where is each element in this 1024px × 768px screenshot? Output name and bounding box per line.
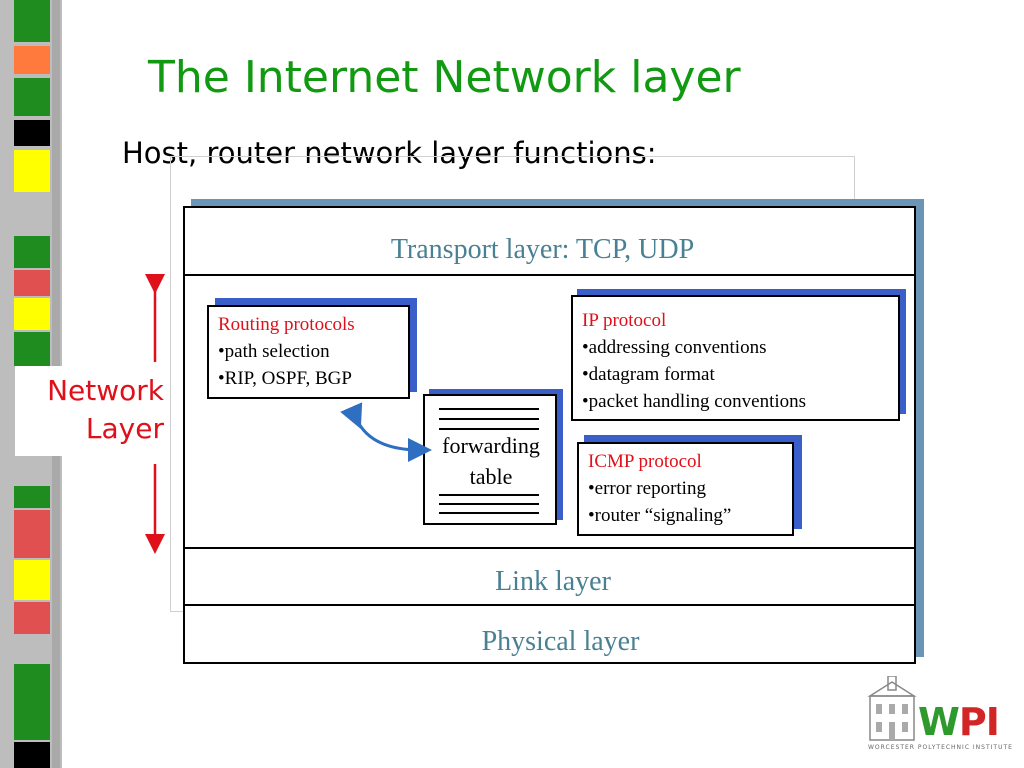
divider-link — [185, 604, 916, 606]
wpi-tagline: WORCESTER POLYTECHNIC INSTITUTE — [868, 744, 1013, 751]
strip-block — [14, 742, 50, 768]
icmp-heading: ICMP protocol — [588, 451, 702, 472]
link-layer-label: Link layer — [495, 566, 611, 597]
strip-block — [14, 120, 50, 146]
ip-protocol-box: IP protocol •addressing conventions •dat… — [571, 295, 900, 421]
strip-block — [14, 560, 50, 600]
transport-layer-label: Transport layer: TCP, UDP — [390, 234, 695, 265]
icmp-protocol-box: ICMP protocol •error reporting •router “… — [577, 442, 794, 536]
strip-block — [14, 150, 50, 192]
strip-block — [14, 298, 50, 330]
strip-block — [14, 602, 50, 634]
strip-block — [14, 510, 50, 558]
table-rule — [439, 428, 539, 430]
strip-block — [14, 486, 50, 508]
forwarding-table-label: forwarding table — [425, 430, 557, 492]
table-rule — [439, 408, 539, 410]
strip-block — [14, 78, 50, 116]
slide-title: The Internet Network layer — [148, 52, 741, 103]
routing-item: •path selection — [218, 341, 330, 362]
ip-heading: IP protocol — [582, 310, 667, 331]
routing-item: •RIP, OSPF, BGP — [218, 368, 352, 389]
table-rule — [439, 512, 539, 514]
physical-layer-label: Physical layer — [481, 626, 640, 657]
icmp-item: •error reporting — [588, 478, 706, 499]
strip-block — [14, 46, 50, 74]
strip-block — [14, 236, 50, 268]
strip-block — [14, 664, 50, 740]
logo-w: W — [918, 700, 960, 744]
table-rule — [439, 494, 539, 496]
divider-network — [185, 547, 916, 549]
slide-subtitle: Host, router network layer functions: — [122, 136, 657, 170]
divider-transport — [185, 274, 916, 276]
ip-item: •datagram format — [582, 364, 715, 385]
routing-heading: Routing protocols — [218, 314, 355, 335]
strip-block — [14, 0, 50, 42]
strip-block — [14, 332, 50, 366]
logo-p: P — [958, 700, 987, 744]
ip-item: •packet handling conventions — [582, 391, 807, 412]
table-rule — [439, 418, 539, 420]
forwarding-table-line2: table — [469, 464, 513, 489]
table-rule — [439, 503, 539, 505]
network-layer-label: Network Layer — [15, 366, 170, 456]
forwarding-table-line1: forwarding — [442, 433, 540, 458]
routing-protocols-box: Routing protocols •path selection •RIP, … — [207, 305, 410, 399]
logo-i: I — [985, 700, 1000, 744]
wpi-logo: WPI — [918, 700, 1000, 744]
network-layer-line2: Layer — [85, 412, 164, 445]
building-logo-icon — [867, 676, 917, 741]
strip-block — [14, 270, 50, 296]
network-layer-line1: Network — [47, 374, 164, 407]
ip-item: •addressing conventions — [582, 337, 767, 358]
curved-arrow-icon — [340, 402, 432, 462]
icmp-item: •router “signaling” — [588, 505, 732, 526]
